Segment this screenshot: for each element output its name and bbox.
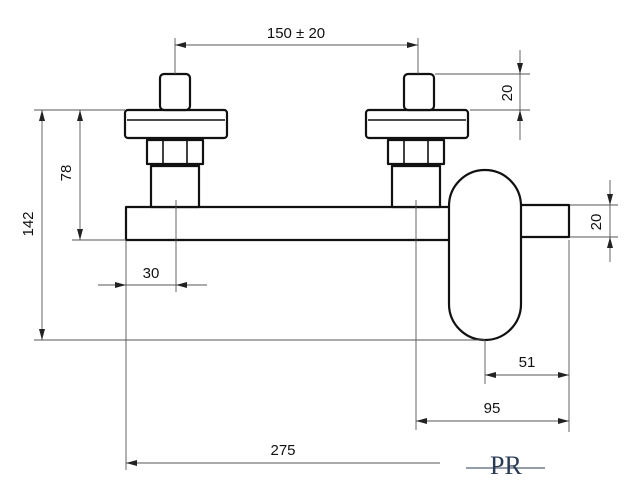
dim-label-spout: 20 [588, 214, 605, 231]
right-nut [386, 138, 446, 166]
dim-label-275: 275 [270, 442, 295, 459]
dim-label-51: 51 [519, 354, 536, 371]
dim-label-spacing: 150 ± 20 [267, 25, 325, 42]
dim-label-78: 78 [58, 165, 75, 182]
brand-logo: PR [466, 451, 545, 480]
oval-handle [447, 168, 523, 342]
dim-label-142: 142 [20, 211, 37, 236]
left-connector [149, 164, 201, 209]
left-nut [145, 138, 205, 166]
dim-label-95: 95 [484, 400, 501, 417]
faucet-body [123, 72, 571, 342]
dimension-lines [34, 38, 618, 470]
dim-label-30: 30 [143, 265, 160, 282]
right-escutcheon [364, 108, 470, 140]
logo-text: PR [490, 451, 522, 480]
left-stud [158, 72, 192, 112]
left-escutcheon [123, 108, 229, 140]
right-stud [402, 72, 436, 112]
dim-label-stud-height: 20 [499, 85, 516, 102]
